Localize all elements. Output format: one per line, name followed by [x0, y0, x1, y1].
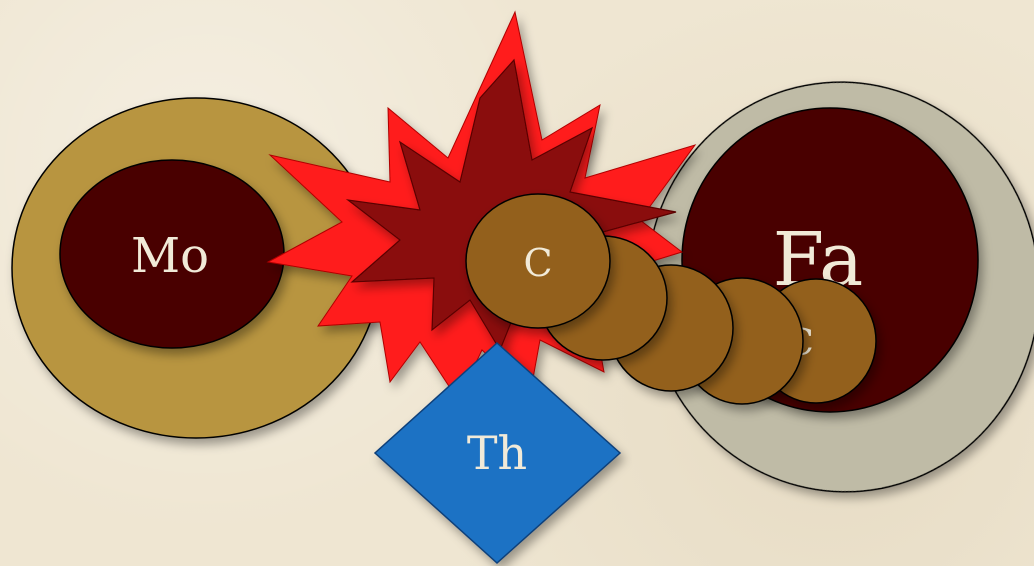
mo-label: Mo [131, 228, 209, 284]
th-label: Th [467, 426, 527, 480]
coin-front-label: C [523, 241, 552, 285]
